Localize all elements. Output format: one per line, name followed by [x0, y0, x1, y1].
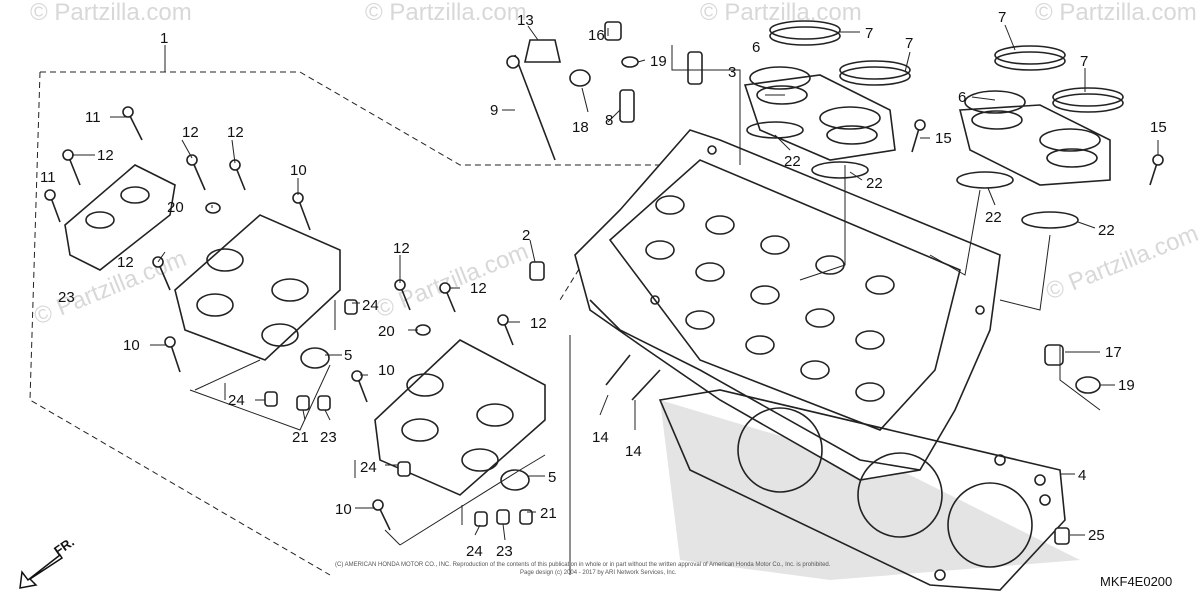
leader-lines [72, 24, 1159, 575]
cam-holder-small [64, 164, 176, 271]
callout-24: 24 [466, 543, 483, 560]
callout-22: 22 [1098, 222, 1115, 239]
callout-12: 12 [393, 240, 410, 257]
callout-18: 18 [572, 119, 589, 136]
callout-12: 12 [530, 315, 547, 332]
callout-24: 24 [228, 392, 245, 409]
callout-20: 20 [378, 323, 395, 340]
copyright-line: Page design (c) 2004 - 2017 by ARI Netwo… [520, 570, 677, 576]
callout-23: 23 [496, 543, 513, 560]
callout-19: 19 [1118, 377, 1135, 394]
callout-24: 24 [360, 459, 377, 476]
watermark: © Partzilla.com [700, 0, 862, 26]
insulator-left [743, 66, 896, 161]
callout-12: 12 [97, 147, 114, 164]
callout-7: 7 [905, 35, 913, 52]
callout-17: 17 [1105, 344, 1122, 361]
insulator-right [958, 90, 1111, 186]
callout-2: 2 [522, 227, 530, 244]
diagram-code: MKF4E0200 [1100, 574, 1172, 589]
o-rings [746, 121, 1079, 229]
watermark: © Partzilla.com [1042, 220, 1200, 306]
callout-22: 22 [985, 209, 1002, 226]
callout-21: 21 [292, 429, 309, 446]
front-label: FR. [51, 534, 77, 558]
front-arrow: FR. [19, 534, 77, 589]
callout-4: 4 [1078, 467, 1086, 484]
cam-holder-right [374, 339, 546, 496]
callout-3: 3 [728, 64, 736, 81]
callout-6: 6 [958, 89, 966, 106]
callout-1: 1 [160, 30, 168, 47]
callout-11: 11 [40, 169, 56, 186]
callout-5: 5 [344, 347, 352, 364]
callout-19: 19 [650, 53, 667, 70]
cam-holder-left [174, 214, 341, 361]
callout-23: 23 [58, 289, 75, 306]
callout-20: 20 [167, 199, 184, 216]
watermark: © Partzilla.com [1035, 0, 1197, 26]
callout-12: 12 [470, 280, 487, 297]
assembly-outline [29, 71, 660, 576]
callout-15: 15 [935, 130, 952, 147]
callout-22: 22 [784, 153, 801, 170]
callout-9: 9 [490, 102, 498, 119]
callout-21: 21 [540, 505, 557, 522]
callout-14: 14 [625, 443, 642, 460]
head-gasket [658, 389, 1066, 591]
callout-labels: 1 2 3 4 5 5 6 6 7 7 7 7 8 9 10 10 10 10 … [40, 9, 1167, 560]
callout-15: 15 [1150, 119, 1167, 136]
callout-7: 7 [865, 25, 873, 42]
callout-11: 11 [85, 109, 101, 126]
callout-12: 12 [117, 254, 134, 271]
callout-13: 13 [517, 12, 534, 29]
bolts [44, 54, 1164, 531]
callout-24: 24 [362, 297, 379, 314]
head-shadow [660, 400, 1080, 580]
callout-7: 7 [998, 9, 1006, 26]
callout-6: 6 [752, 39, 760, 56]
callout-8: 8 [605, 112, 613, 129]
callout-10: 10 [290, 162, 307, 179]
callout-23: 23 [320, 429, 337, 446]
callout-10: 10 [335, 501, 352, 518]
callout-7: 7 [1080, 53, 1088, 70]
small-parts [205, 21, 1101, 545]
callout-14: 14 [592, 429, 609, 446]
studs [605, 354, 661, 401]
cam-journals [645, 195, 895, 402]
callout-25: 25 [1088, 527, 1105, 544]
callout-10: 10 [378, 362, 395, 379]
bands [769, 20, 1124, 113]
callout-10: 10 [123, 337, 140, 354]
watermark: © Partzilla.com [30, 0, 192, 26]
copyright-line: (C) AMERICAN HONDA MOTOR CO., INC. Repro… [335, 562, 831, 568]
watermark: © Partzilla.com [365, 0, 527, 26]
callout-5: 5 [548, 469, 556, 486]
callout-22: 22 [866, 175, 883, 192]
callout-16: 16 [588, 27, 605, 44]
cylinder-head [574, 129, 1001, 481]
callout-12: 12 [182, 124, 199, 141]
callout-12: 12 [227, 124, 244, 141]
